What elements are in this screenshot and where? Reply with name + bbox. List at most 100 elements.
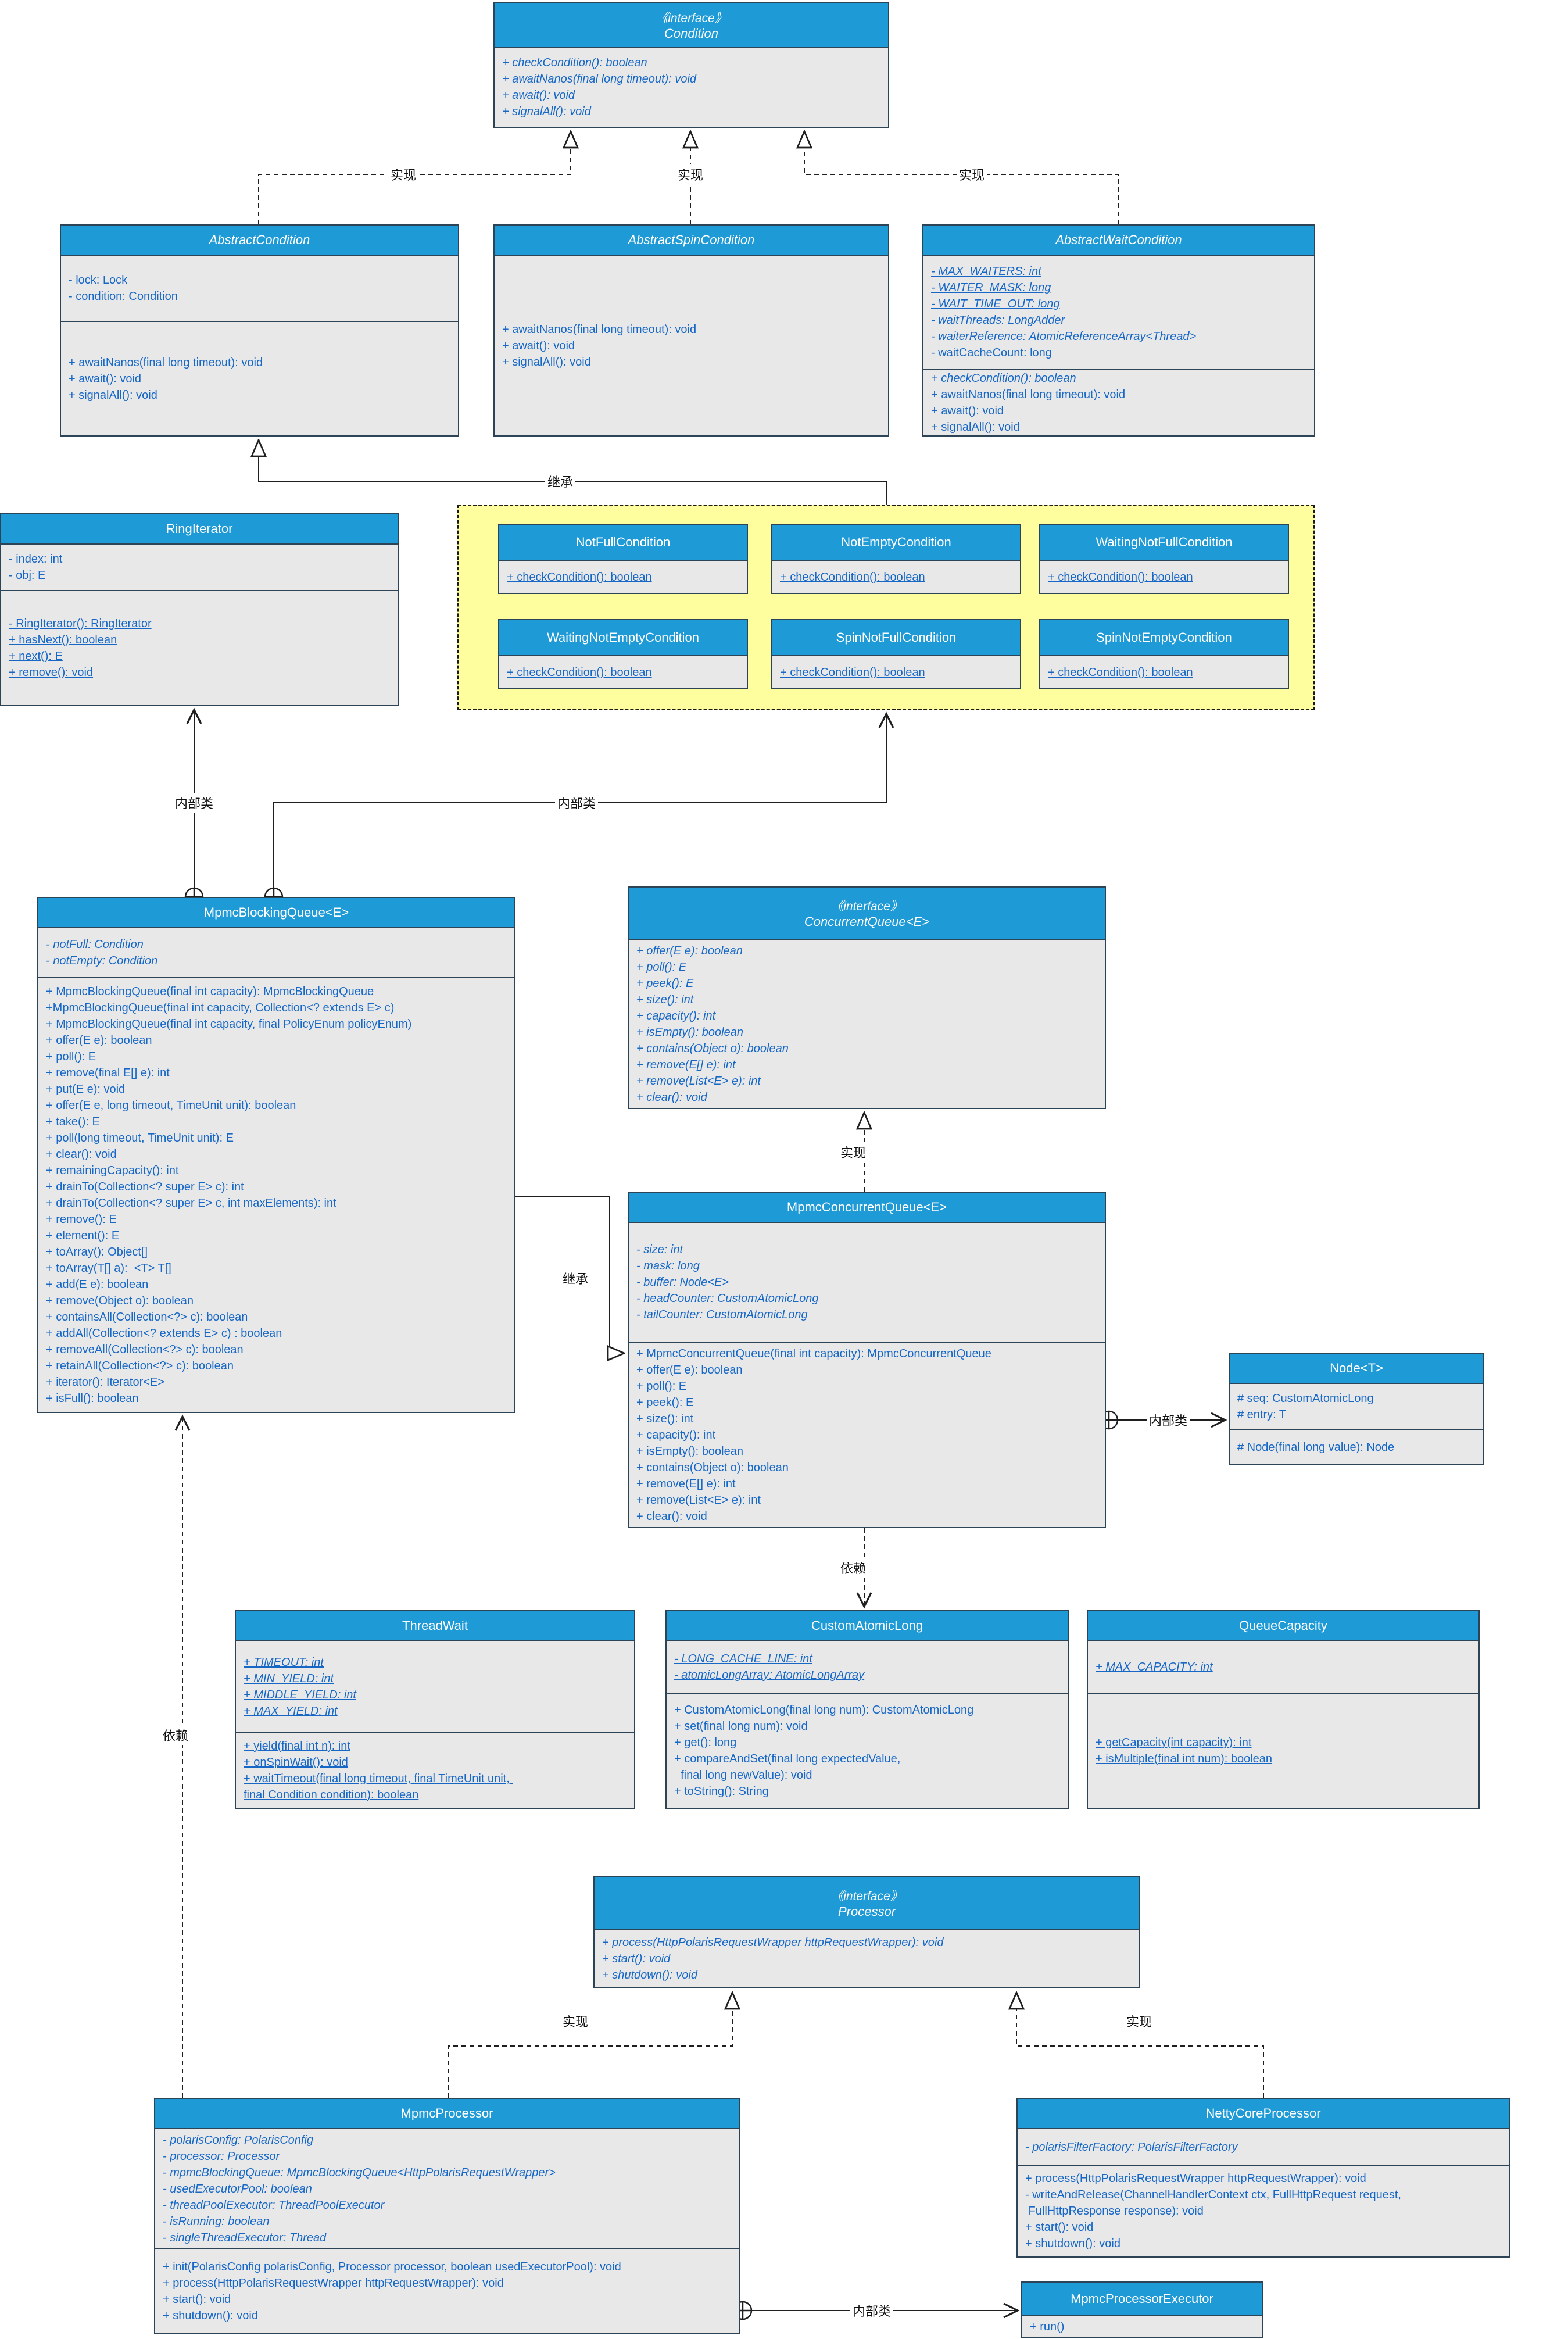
edge-label: 实现	[388, 164, 419, 184]
member-line: + remainingCapacity(): int	[46, 1164, 179, 1177]
member-line: + remove(): E	[46, 1213, 117, 1226]
class-name: QueueCapacity	[1239, 1618, 1327, 1633]
class-spin-not-full-condition: SpinNotFullCondition+ checkCondition(): …	[771, 619, 1021, 689]
member-line: - polarisFilterFactory: PolarisFilterFac…	[1025, 2140, 1238, 2154]
edge-label: 继承	[545, 471, 576, 491]
class-header-spin-not-empty-condition: SpinNotEmptyCondition	[1040, 620, 1288, 656]
attributes-section: + MAX_CAPACITY: int	[1088, 1641, 1478, 1694]
class-mpmc-processor-executor: MpmcProcessorExecutor+ run()	[1021, 2281, 1263, 2338]
member-line: - polarisConfig: PolarisConfig	[163, 2133, 314, 2147]
methods-section: + CustomAtomicLong(final long num): Cust…	[667, 1694, 1068, 1808]
methods-section: # Node(final long value): Node	[1230, 1430, 1483, 1464]
attributes-section: - index: int - obj: E	[1, 545, 398, 591]
class-node: Node<T># seq: CustomAtomicLong# entry: T…	[1229, 1353, 1484, 1465]
member-line: - WAITER_MASK: long	[931, 281, 1051, 294]
class-name: ThreadWait	[402, 1618, 468, 1633]
class-header-thread-wait: ThreadWait	[236, 1611, 634, 1641]
member-line: - mpmcBlockingQueue: MpmcBlockingQueue<H…	[163, 2166, 556, 2179]
member-line: - obj: E	[9, 569, 46, 582]
class-header-not-empty-condition: NotEmptyCondition	[772, 525, 1020, 561]
edge-label: 内部类	[172, 793, 216, 813]
methods-section: + init(PolarisConfig polarisConfig, Proc…	[155, 2249, 739, 2333]
member-line: + offer(E e): boolean	[46, 1033, 152, 1047]
attributes-section: - MAX_WAITERS: int- WAITER_MASK: long- W…	[923, 256, 1314, 370]
edge-realize-mpmc-processor	[448, 1993, 732, 2098]
member-line: + remove(List<E> e): int	[636, 1074, 761, 1088]
attributes-section: - notFull: Condition- notEmpty: Conditio…	[38, 928, 514, 978]
member-line: - isRunning: boolean	[163, 2215, 270, 2228]
class-netty-core-processor: NettyCoreProcessor - polarisFilterFactory…	[1016, 2098, 1510, 2258]
member-line: + getCapacity(int capacity): int	[1096, 1736, 1252, 1749]
class-processor: 《interface》Processor+ process(HttpPolari…	[593, 1876, 1140, 1988]
edge-realize-netty-core-processor	[1016, 1993, 1264, 2098]
class-name: NettyCoreProcessor	[1205, 2106, 1321, 2120]
class-name: Processor	[837, 1904, 896, 1919]
attributes-section: - polarisFilterFactory: PolarisFilterFac…	[1018, 2129, 1509, 2166]
member-line: + checkCondition(): boolean	[507, 570, 652, 584]
member-line: + isEmpty(): boolean	[636, 1025, 743, 1039]
member-line: + poll(): E	[636, 960, 687, 974]
member-line: + awaitNanos(final long timeout): void	[502, 323, 697, 336]
class-header-abstract-wait-condition: AbstractWaitCondition	[923, 226, 1314, 256]
member-line: + addAll(Collection<? extends E> c) : bo…	[46, 1326, 282, 1340]
member-line: + checkCondition(): boolean	[1048, 666, 1193, 679]
class-header-ring-iterator: RingIterator	[1, 514, 398, 545]
member-line: + shutdown(): void	[602, 1968, 697, 1982]
member-line: + hasNext(): boolean	[9, 634, 117, 646]
edge-label: 实现	[1123, 2011, 1155, 2031]
member-line: final long newValue): void	[674, 1769, 812, 1782]
class-waiting-not-empty-condition: WaitingNotEmptyCondition+ checkCondition…	[498, 619, 748, 689]
member-line: + iterator(): Iterator<E>	[46, 1375, 164, 1389]
member-line: + offer(E e, long timeout, TimeUnit unit…	[46, 1099, 296, 1112]
class-thread-wait: ThreadWait+ TIMEOUT: int+ MIN_YIELD: int…	[235, 1610, 635, 1809]
member-line: + toArray(T[] a): <T> T[]	[46, 1261, 171, 1275]
methods-section: + checkCondition(): boolean	[499, 656, 747, 688]
member-line: + take(): E	[46, 1115, 100, 1128]
member-line: + contains(Object o): boolean	[636, 1461, 789, 1474]
stereotype-label: 《interface》	[656, 11, 727, 25]
class-name: CustomAtomicLong	[811, 1618, 923, 1633]
member-line: + capacity(): int	[636, 1009, 716, 1022]
member-line: + poll(): E	[46, 1050, 96, 1063]
member-line: - condition: Condition	[69, 290, 178, 303]
methods-section: + MpmcConcurrentQueue(final int capacity…	[629, 1343, 1105, 1527]
member-line: + toArray(): Object[]	[46, 1245, 148, 1258]
member-line: - tailCounter: CustomAtomicLong	[636, 1308, 808, 1321]
class-header-queue-capacity: QueueCapacity	[1088, 1611, 1478, 1641]
class-abstract-spin-condition: AbstractSpinCondition+ awaitNanos(final …	[493, 224, 889, 437]
edge-label: 内部类	[1146, 1410, 1190, 1430]
edge-label: 内部类	[554, 793, 599, 813]
class-name: WaitingNotFullCondition	[1096, 535, 1233, 549]
member-line: + toString(): String	[674, 1785, 769, 1798]
member-line: + clear(): void	[636, 1510, 707, 1523]
member-line: + start(): void	[602, 1952, 671, 1965]
member-line: + isMultiple(final int num): boolean	[1096, 1753, 1273, 1765]
member-line: - headCounter: CustomAtomicLong	[636, 1292, 819, 1305]
member-line: + checkCondition(): boolean	[780, 666, 925, 679]
member-line: + init(PolarisConfig polarisConfig, Proc…	[163, 2260, 621, 2273]
member-line: - index: int	[9, 553, 63, 566]
class-mpmc-processor: MpmcProcessor- polarisConfig: PolarisCon…	[154, 2098, 740, 2334]
member-line: + get(): long	[674, 1736, 737, 1749]
member-line: # Node(final long value): Node	[1237, 1440, 1395, 1454]
member-line: + shutdown(): void	[1025, 2237, 1120, 2250]
member-line: + remove(E[] e): int	[636, 1477, 736, 1490]
member-line: + MpmcConcurrentQueue(final int capacity…	[636, 1347, 991, 1360]
member-line: - waitCacheCount: long	[931, 346, 1052, 359]
member-line: - waiterReference: AtomicReferenceArray<…	[931, 330, 1197, 343]
member-line: + await(): void	[502, 89, 575, 102]
edge-label: 依赖	[837, 1558, 869, 1578]
member-line: +MpmcBlockingQueue(final int capacity, C…	[46, 1001, 395, 1014]
member-line: + checkCondition(): boolean	[507, 666, 652, 679]
member-line: + remove(): void	[9, 666, 94, 679]
member-line: + signalAll(): void	[931, 420, 1020, 434]
member-line: + remove(final E[] e): int	[46, 1066, 170, 1079]
member-line: + checkCondition(): boolean	[780, 570, 925, 584]
member-line: + checkCondition(): boolean	[931, 371, 1076, 385]
methods-section: + checkCondition(): boolean	[1040, 561, 1288, 593]
edge-label: 实现	[675, 164, 706, 184]
methods-section: + getCapacity(int capacity): int + isMult…	[1088, 1694, 1478, 1808]
class-header-condition: 《interface》Condition	[495, 3, 888, 48]
methods-section: + checkCondition(): boolean+ awaitNanos(…	[495, 48, 888, 127]
